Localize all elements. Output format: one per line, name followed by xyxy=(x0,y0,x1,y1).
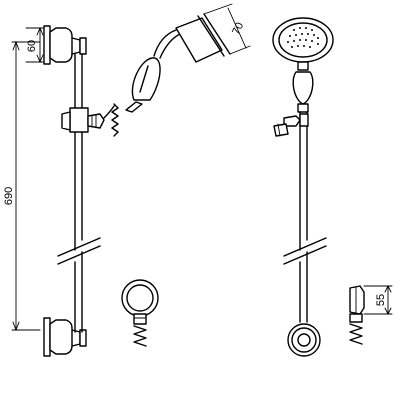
handset-side xyxy=(125,13,231,113)
handset-head-dimension: 70 xyxy=(203,3,251,55)
spray-nozzles xyxy=(287,27,319,48)
outlet-elbow-front xyxy=(349,285,365,345)
bottom-wall-bracket xyxy=(43,317,87,357)
riser-rail-front xyxy=(283,111,327,323)
front-view: 55 xyxy=(272,17,393,357)
hose-coil-side xyxy=(103,103,119,137)
bottom-wall-rose-front xyxy=(287,323,321,357)
sliding-holder-side xyxy=(61,107,105,133)
bracket-height-dimension: 60 xyxy=(25,26,45,64)
overall-height-label: 690 xyxy=(3,187,15,205)
top-wall-bracket xyxy=(43,25,87,65)
outlet-height-dimension: 55 xyxy=(363,284,393,316)
side-view: 690 60 xyxy=(3,3,251,357)
bracket-height-label: 60 xyxy=(26,40,38,52)
riser-rail-side xyxy=(57,53,101,333)
overall-height-dimension: 690 xyxy=(3,40,41,332)
holder-knob-front xyxy=(273,113,309,137)
outlet-height-label: 55 xyxy=(375,294,387,306)
outlet-elbow-side xyxy=(121,279,159,347)
handset-handle-front xyxy=(292,61,314,113)
handset-head-label: 70 xyxy=(230,21,246,37)
handset-head-front xyxy=(272,17,334,63)
